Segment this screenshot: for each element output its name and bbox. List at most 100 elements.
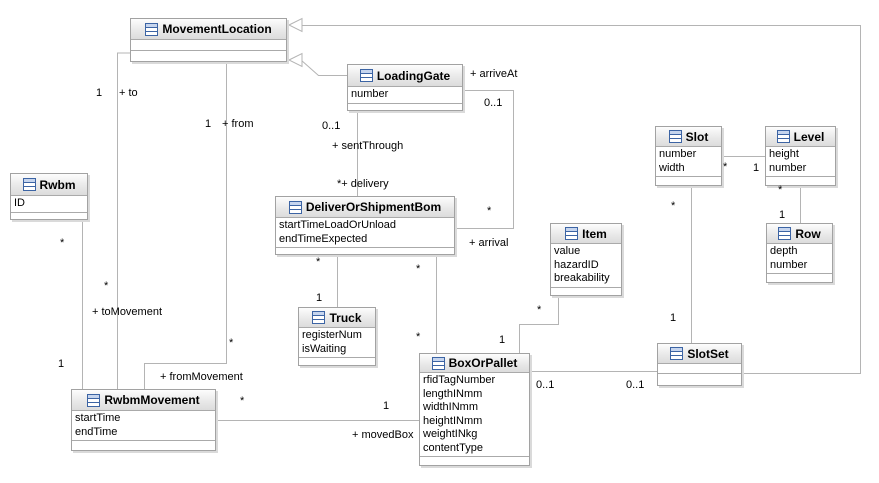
class-slotset[interactable]: SlotSet: [657, 343, 742, 386]
class-movementlocation[interactable]: MovementLocation: [130, 18, 287, 62]
multiplicity-label: *: [416, 263, 421, 275]
class-header: BoxOrPallet: [420, 354, 529, 373]
operations-compartment: [11, 213, 87, 220]
class-icon: [431, 356, 445, 370]
attribute: number: [351, 88, 389, 100]
class-header: Row: [767, 224, 832, 244]
role-label: + from: [222, 118, 254, 130]
class-boxorpallet[interactable]: BoxOrPallet rfidTagNumber lengthINmm wid…: [419, 353, 530, 466]
role-label: + fromMovement: [160, 371, 243, 383]
class-title: DeliverOrShipmentBom: [305, 200, 442, 214]
multiplicity-label: *: [487, 205, 492, 217]
class-header: LoadingGate: [348, 65, 462, 87]
class-icon: [670, 347, 684, 360]
operations-compartment: [656, 177, 721, 185]
class-title: Rwbm: [39, 177, 76, 192]
class-header: Truck: [299, 308, 375, 328]
class-icon: [776, 130, 790, 143]
class-icon: [312, 311, 326, 324]
attributes-compartment: startTime endTime: [72, 411, 215, 441]
class-deliverorshipmentbom[interactable]: DeliverOrShipmentBom startTimeLoadOrUnlo…: [275, 196, 455, 255]
generalization-arrow-icon: [287, 52, 303, 68]
class-rwbmmovement[interactable]: RwbmMovement startTime endTime: [71, 389, 216, 451]
class-header: Item: [551, 224, 621, 244]
multiplicity-label: *: [60, 237, 65, 249]
attribute: ID: [14, 197, 25, 209]
attributes-compartment: registerNum isWaiting: [299, 328, 375, 358]
class-title: SlotSet: [687, 346, 729, 361]
role-label: + movedBox: [352, 429, 414, 441]
class-title: MovementLocation: [162, 22, 272, 36]
multiplicity-label: 1: [779, 209, 786, 221]
class-level[interactable]: Level height number: [765, 126, 836, 186]
multiplicity-label: 1: [670, 312, 677, 324]
operations-compartment: [551, 288, 621, 296]
generalization-loadinggate-movementlocation[interactable]: [300, 59, 347, 76]
attribute: startTime: [75, 412, 121, 424]
generalization-slotset-movementlocation[interactable]: [302, 25, 861, 374]
multiplicity-label: 0..1: [322, 120, 341, 132]
multiplicity-label: *: [671, 200, 676, 212]
class-icon: [359, 69, 373, 82]
operations-compartment: [766, 177, 835, 185]
operations-compartment: [348, 104, 462, 111]
attribute: number: [770, 258, 808, 271]
class-icon: [565, 227, 579, 240]
multiplicity-label: 1: [205, 118, 212, 130]
association-to[interactable]: [117, 52, 131, 389]
class-title: Level: [793, 129, 825, 144]
multiplicity-label: 1: [58, 358, 65, 370]
class-rwbm[interactable]: Rwbm ID: [10, 173, 88, 220]
class-row[interactable]: Row depth number: [766, 223, 833, 283]
class-title: Slot: [685, 129, 709, 144]
class-loadinggate[interactable]: LoadingGate number: [347, 64, 463, 111]
class-truck[interactable]: Truck registerNum isWaiting: [298, 307, 376, 366]
attributes-compartment: ID: [11, 196, 87, 213]
attribute: endTimeExpected: [279, 232, 368, 245]
attributes-compartment: rfidTagNumber lengthINmm widthINmm heigh…: [420, 373, 529, 457]
operations-compartment: [72, 441, 215, 450]
attribute: value: [554, 245, 581, 257]
attributes-compartment: [658, 364, 741, 374]
attribute: weightINkg: [423, 428, 478, 440]
operations-compartment: [299, 358, 375, 365]
generalization-arrow-icon: [287, 17, 303, 33]
attributes-compartment: number: [348, 87, 462, 104]
multiplicity-label: 1: [383, 400, 390, 412]
association-arriveat[interactable]: [455, 90, 514, 229]
attribute: heightINmm: [423, 414, 483, 427]
attributes-compartment: height number: [766, 147, 835, 177]
multiplicity-label: *: [240, 395, 245, 407]
class-icon: [668, 130, 682, 143]
attribute: number: [769, 161, 807, 174]
attribute: number: [659, 148, 697, 160]
class-header: RwbmMovement: [72, 390, 215, 411]
attribute: hazardID: [554, 258, 599, 271]
multiplicity-label: 1: [499, 334, 506, 346]
attribute: height: [769, 148, 799, 160]
class-icon: [22, 178, 36, 191]
operations-compartment: [658, 374, 741, 385]
attributes-compartment: depth number: [767, 244, 832, 274]
class-item[interactable]: Item value hazardID breakability: [550, 223, 622, 296]
association-from[interactable]: [144, 62, 227, 389]
multiplicity-label: *: [778, 184, 783, 196]
multiplicity-label: *: [316, 256, 321, 268]
attribute: contentType: [423, 441, 483, 454]
operations-compartment: [276, 248, 454, 254]
operations-compartment: [420, 457, 529, 465]
class-title: BoxOrPallet: [448, 356, 518, 370]
multiplicity-label: *: [537, 304, 542, 316]
attributes-compartment: [131, 40, 286, 51]
operations-compartment: [131, 51, 286, 61]
multiplicity-label: 1: [316, 292, 323, 304]
attribute: rfidTagNumber: [423, 374, 496, 386]
class-slot[interactable]: Slot number width: [655, 126, 722, 186]
multiplicity-label: 0..1: [626, 379, 645, 391]
class-header: Level: [766, 127, 835, 147]
association-item-boxorpallet[interactable]: [519, 296, 559, 353]
attributes-compartment: number width: [656, 147, 721, 177]
class-title: Row: [795, 226, 821, 241]
